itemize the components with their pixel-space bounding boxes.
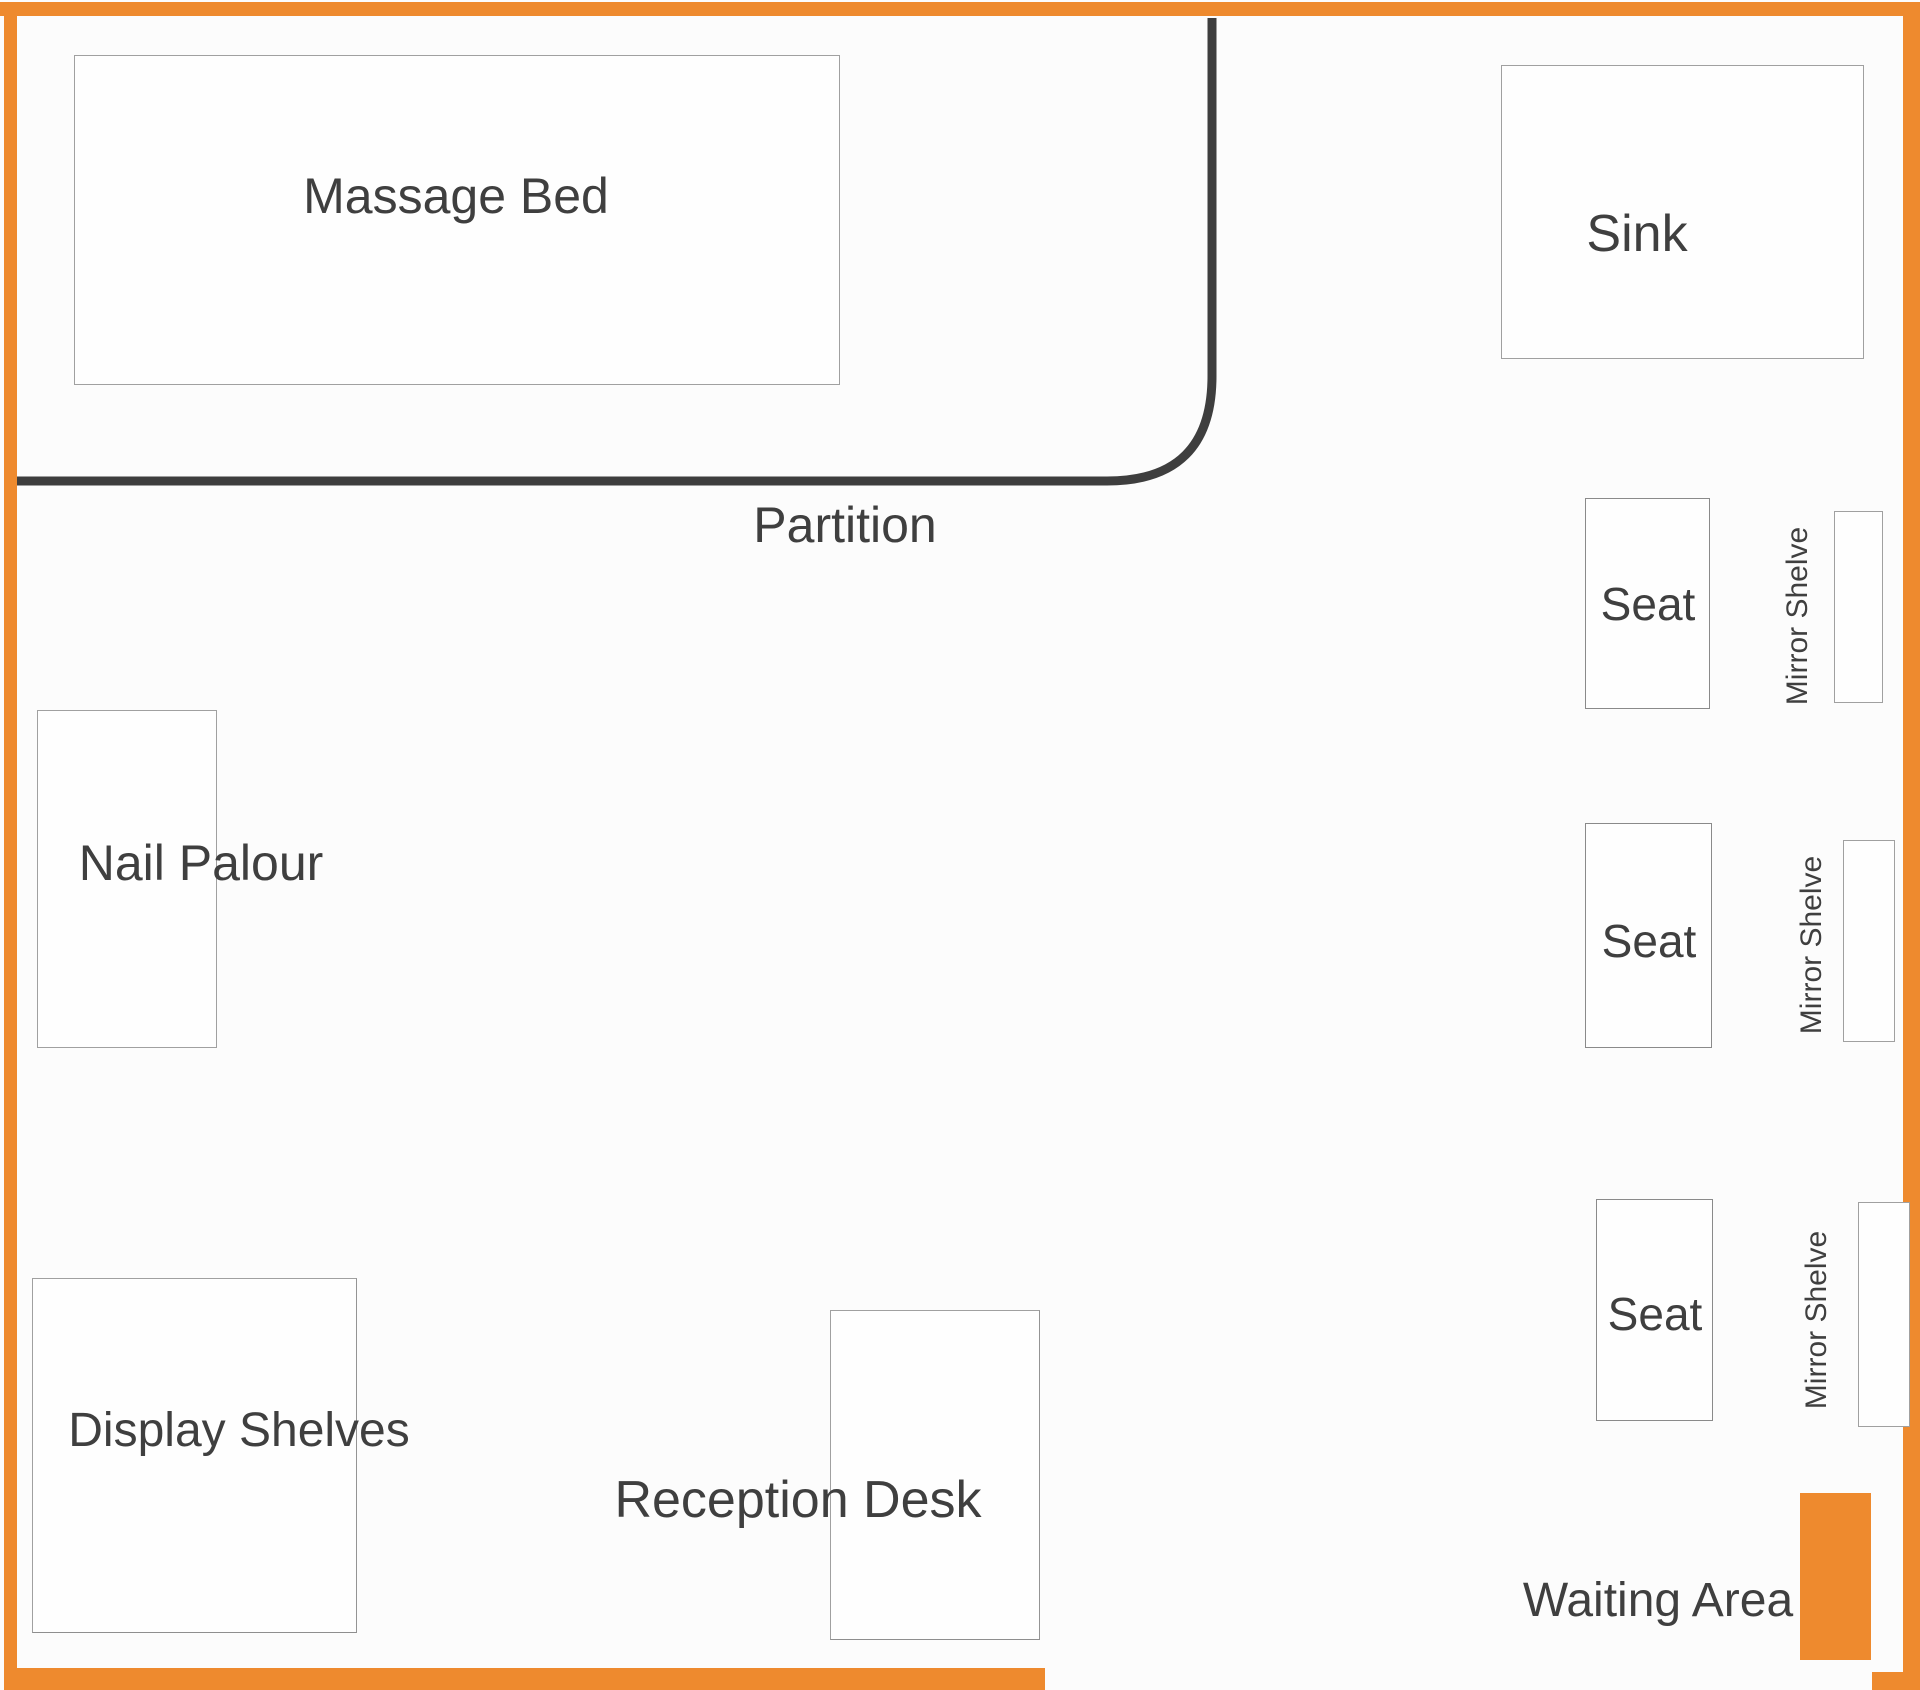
seat-1 (1585, 498, 1710, 709)
wall-left (4, 2, 17, 1690)
mirror-shelve-1 (1834, 511, 1883, 703)
entrance-door (1800, 1493, 1871, 1660)
seat-3-label: Seat (1607, 1288, 1703, 1340)
sink-label: Sink (1586, 205, 1688, 263)
mirror-shelve-3-label: Mirror Shelve (1800, 1230, 1833, 1410)
reception-desk-label: Reception Desk (614, 1471, 982, 1529)
nail-parlour-label: Nail Palour (78, 835, 324, 891)
reception-desk-area (830, 1310, 1040, 1640)
seat-3 (1596, 1199, 1713, 1421)
seat-1-label: Seat (1600, 578, 1696, 630)
wall-bottom (4, 1668, 1045, 1690)
mirror-shelve-2 (1843, 840, 1895, 1042)
display-shelves-label: Display Shelves (68, 1404, 410, 1457)
seat-2 (1585, 823, 1712, 1048)
sink-area (1501, 65, 1864, 359)
waiting-area-label: Waiting Area (1522, 1574, 1794, 1627)
wall-top (0, 2, 1920, 16)
wall-bottom-right-stub (1872, 1672, 1920, 1690)
massage-bed-label: Massage Bed (303, 168, 609, 224)
wall-right (1903, 2, 1920, 1690)
partition-label: Partition (753, 497, 937, 553)
mirror-shelve-3 (1858, 1202, 1910, 1427)
display-shelves-area (32, 1278, 357, 1633)
nail-parlour-area (37, 710, 217, 1048)
mirror-shelve-1-label: Mirror Shelve (1781, 526, 1814, 706)
mirror-shelve-2-label: Mirror Shelve (1795, 855, 1828, 1035)
massage-bed-area (74, 55, 840, 385)
seat-2-label: Seat (1601, 915, 1697, 967)
